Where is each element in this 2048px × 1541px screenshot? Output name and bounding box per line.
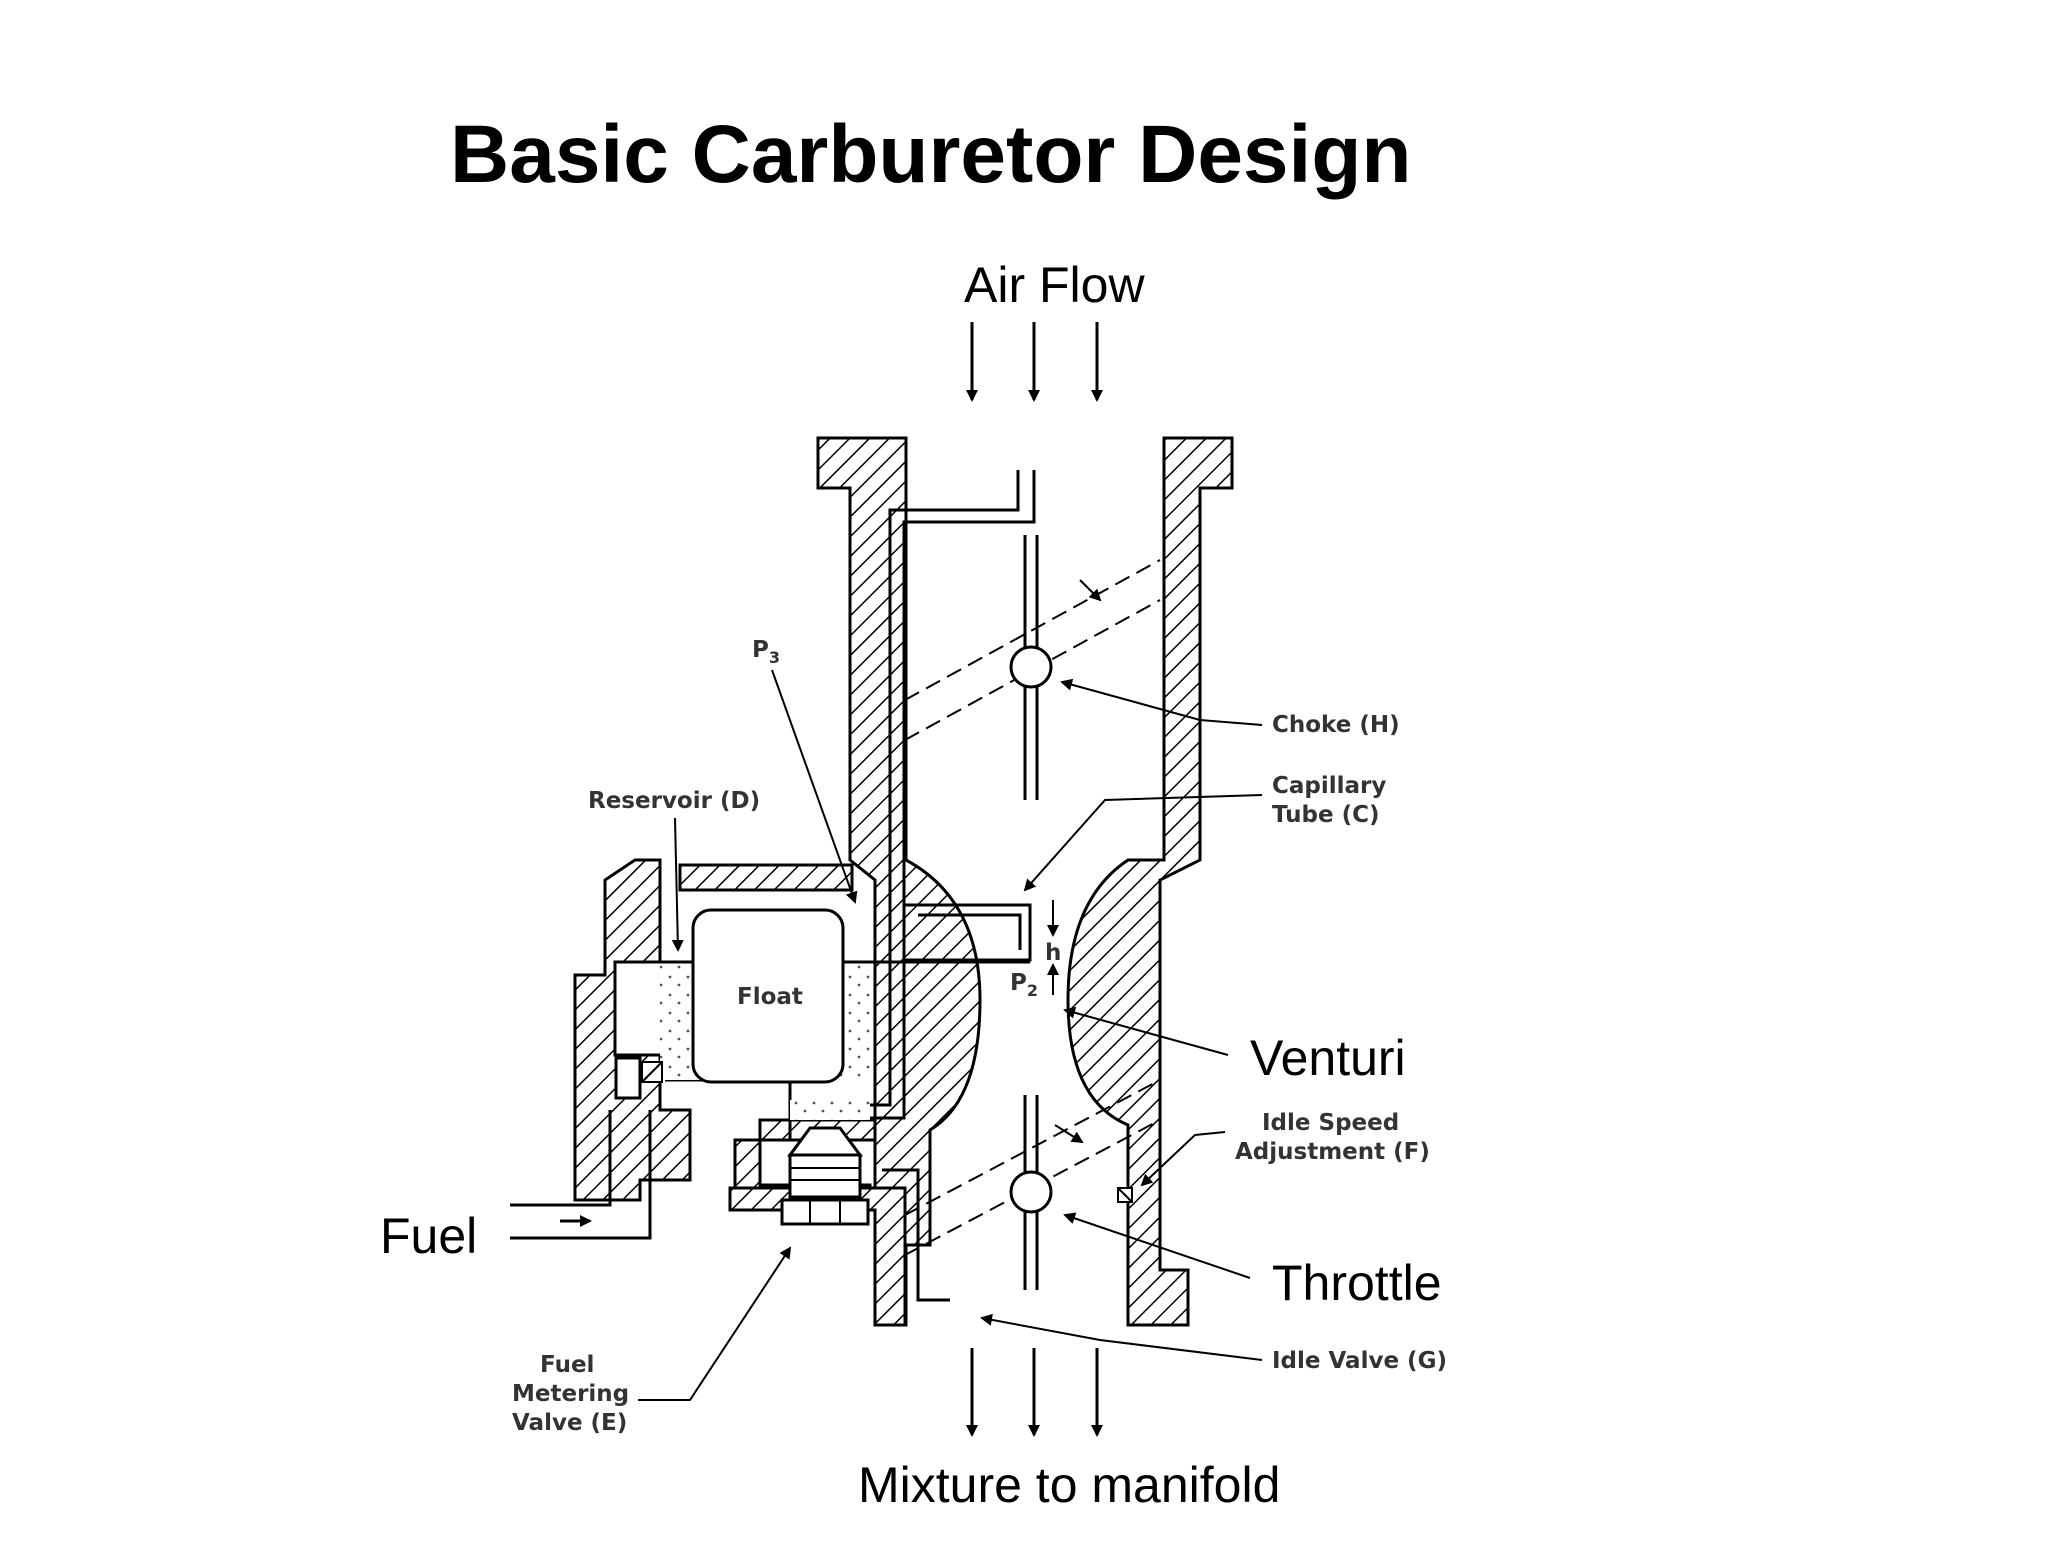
mixture-label: Mixture to manifold — [858, 1457, 1280, 1513]
choke-leader — [1060, 678, 1263, 726]
venturi-label: Venturi — [1250, 1030, 1406, 1086]
idle-speed-leader — [1140, 1131, 1226, 1187]
idle-speed-label-line1: Idle Speed — [1262, 1110, 1399, 1136]
metering-label-line3: Valve (E) — [512, 1410, 627, 1436]
capillary-tube — [905, 903, 1032, 962]
float-label: Float — [737, 984, 803, 1010]
metering-valve — [780, 1126, 870, 1226]
throttle-plate — [904, 1079, 1161, 1290]
capillary-label-line2: Tube (C) — [1272, 802, 1380, 828]
throttle-label: Throttle — [1272, 1255, 1442, 1311]
right-body-wall — [1066, 436, 1234, 1327]
metering-label-line2: Metering — [512, 1381, 629, 1407]
venturi-leader — [1063, 1006, 1229, 1056]
idle-valve-leader — [980, 1313, 1263, 1361]
idle-speed-label-line2: Adjustment (F) — [1235, 1139, 1430, 1165]
float-bowl-wall — [573, 858, 692, 1202]
capillary-leader — [1023, 794, 1263, 892]
p3-leader — [771, 669, 858, 904]
p3-label: P3 — [752, 637, 780, 667]
reservoir-label: Reservoir (D) — [588, 788, 760, 814]
air-flow-arrows — [966, 322, 1103, 402]
fuel-inlet-pipe — [510, 1110, 652, 1240]
reservoir-leader — [671, 817, 684, 952]
capillary-label-line1: Capillary — [1272, 773, 1386, 799]
mixture-arrows — [966, 1348, 1103, 1437]
bowl-top-wall — [678, 863, 854, 892]
metering-leader — [638, 1246, 792, 1401]
page-title: Basic Carburetor Design — [450, 109, 1412, 200]
idle-passage-tube — [882, 1168, 950, 1302]
float — [691, 908, 845, 1084]
fuel-label: Fuel — [380, 1208, 477, 1264]
idle-speed-screw — [1117, 1187, 1133, 1203]
p2-label: P2 — [1010, 970, 1038, 1000]
metering-label-line1: Fuel — [540, 1352, 594, 1378]
air-flow-label: Air Flow — [964, 257, 1145, 313]
throttle-leader — [1063, 1212, 1251, 1279]
choke-plate — [904, 535, 1161, 800]
idle-valve-label: Idle Valve (G) — [1272, 1348, 1447, 1374]
choke-label: Choke (H) — [1272, 712, 1400, 738]
needle-valve — [614, 1056, 663, 1100]
h-label: h — [1045, 940, 1061, 966]
fuel-passage-tube — [850, 470, 1020, 1107]
